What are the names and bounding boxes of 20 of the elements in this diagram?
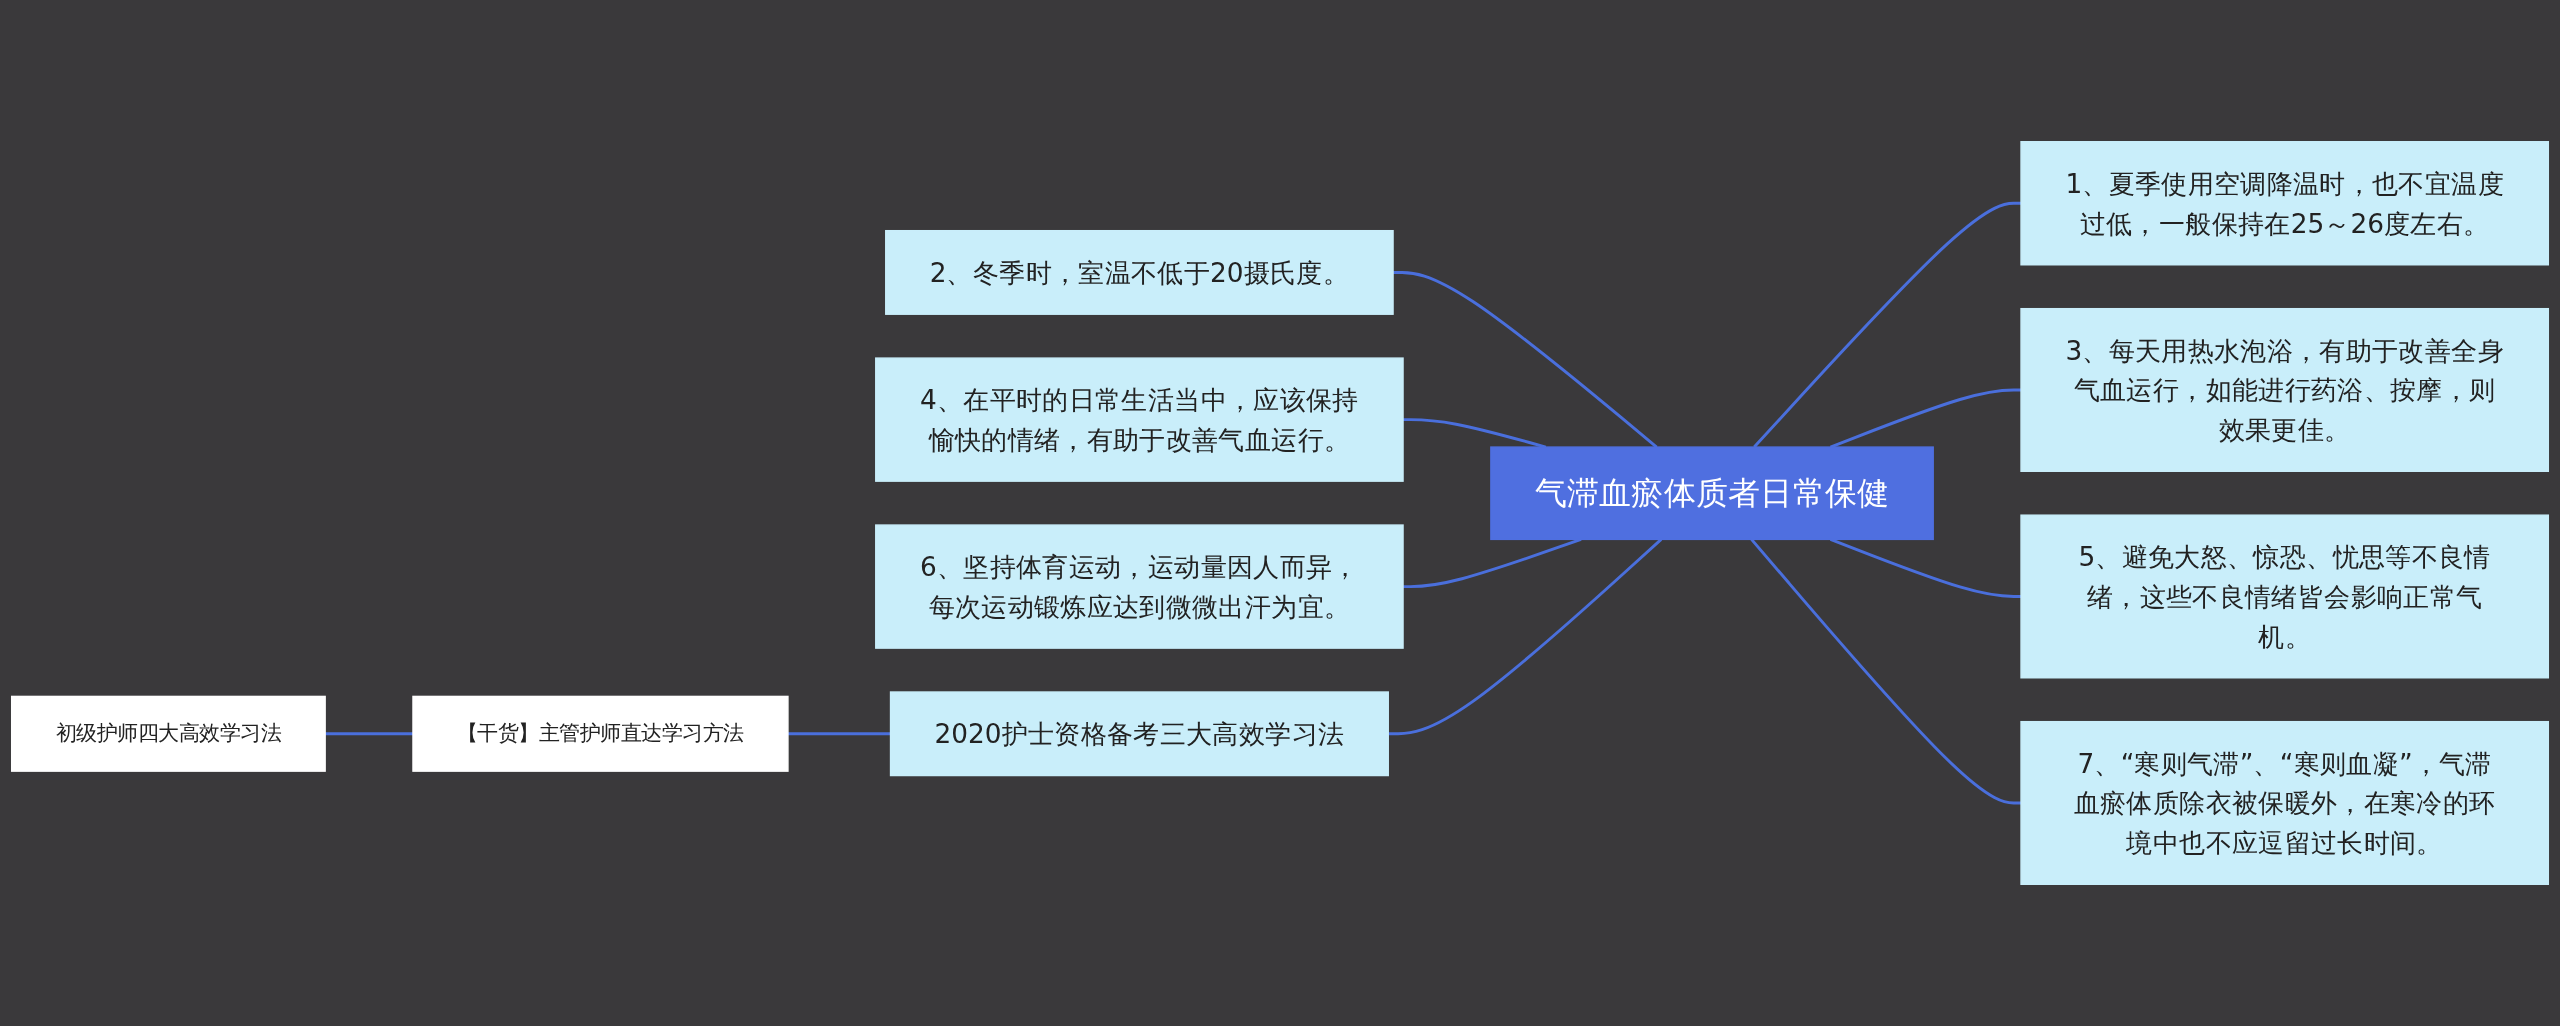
connector bbox=[1829, 538, 2022, 598]
node-box: 2020护士资格备考三大高效学习法 bbox=[889, 691, 1389, 777]
node-box: 3、每天用热水泡浴，有助于改善全身气血运行，如能进行药浴、按摩，则效果更佳。 bbox=[2020, 307, 2549, 472]
connector bbox=[1750, 538, 2022, 805]
node-box: 6、坚持体育运动，运动量因人而异，每次运动锻炼应达到微微出汗为宜。 bbox=[875, 524, 1404, 649]
node-box: 1、夏季使用空调降温时，也不宜温度过低，一般保持在25～26度左右。 bbox=[2020, 141, 2549, 266]
connector bbox=[1393, 271, 1658, 449]
connector bbox=[1753, 201, 2022, 449]
node-box: 【干货】主管护师直达学习方法 bbox=[412, 695, 789, 772]
connector bbox=[1829, 388, 2022, 449]
connector bbox=[1403, 418, 1547, 449]
connector bbox=[787, 732, 891, 736]
node-box: 气滞血瘀体质者日常保健 bbox=[1490, 446, 1934, 541]
connector bbox=[325, 732, 413, 736]
node-box: 7、“寒则气滞”、“寒则血凝”，气滞血瘀体质除衣被保暖外，在寒冷的环境中也不应逗留过长时间。 bbox=[2020, 720, 2549, 885]
connector bbox=[1388, 538, 1663, 736]
node-box: 2、冬季时，室温不低于20摄氏度。 bbox=[885, 230, 1394, 315]
node-box: 5、避免大怒、惊恐、忧思等不良情绪，这些不良情绪皆会影响正常气机。 bbox=[2020, 514, 2549, 679]
node-box: 4、在平时的日常生活当中，应该保持愉快的情绪，有助于改善气血运行。 bbox=[875, 357, 1404, 482]
node-box: 初级护师四大高效学习法 bbox=[11, 695, 326, 772]
